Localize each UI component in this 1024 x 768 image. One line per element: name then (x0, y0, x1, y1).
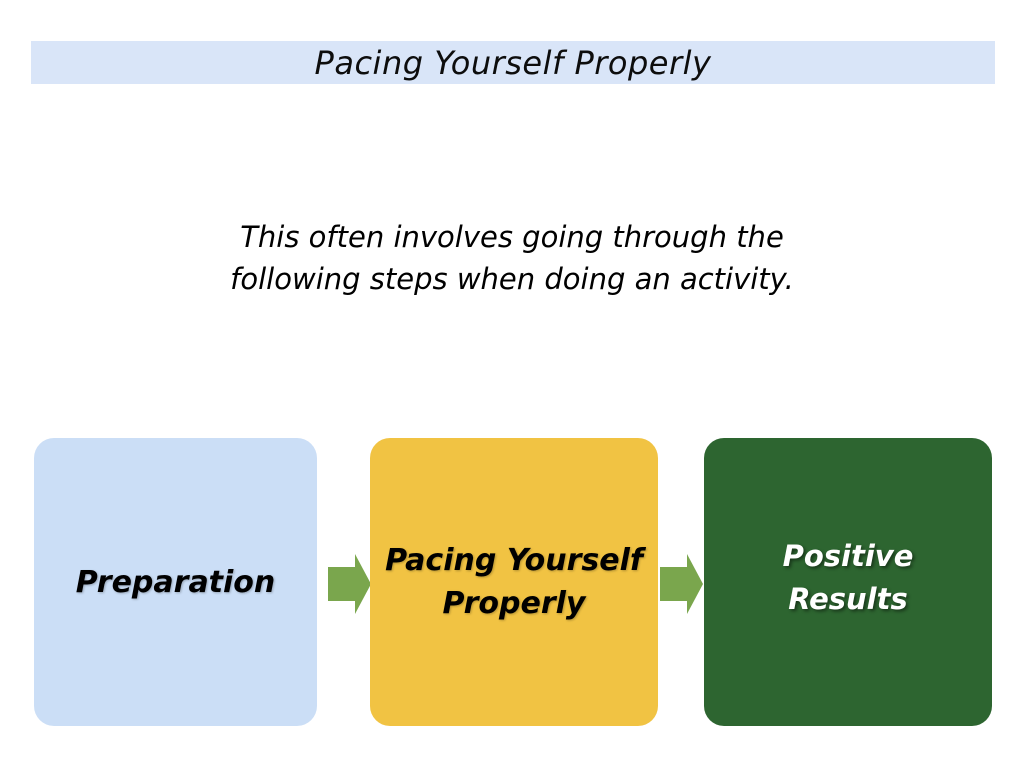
step-results-line-1: Positive (782, 539, 914, 573)
subtitle-line-2: following steps when doing an activity. (230, 262, 794, 296)
step-box-positive-results: Positive Results (704, 438, 992, 726)
step-results-line-2: Results (788, 582, 908, 616)
step-pacing-line-1: Pacing Yourself (385, 543, 643, 578)
step-preparation-line-1: Preparation (75, 564, 276, 600)
flow-arrow-icon (660, 554, 703, 614)
slide-subtitle: This often involves going through the fo… (0, 216, 1024, 300)
step-label-results: Positive Results (783, 535, 914, 629)
step-pacing-line-2: Properly (442, 586, 586, 621)
step-label-pacing: Pacing Yourself Properly (385, 539, 643, 625)
flow-arrow-icon (328, 554, 371, 614)
arrow-shape (660, 554, 703, 614)
step-box-pacing-yourself-properly: Pacing Yourself Properly (370, 438, 658, 726)
title-banner: Pacing Yourself Properly (31, 41, 995, 84)
arrow-shape (328, 554, 371, 614)
step-box-preparation: Preparation (34, 438, 317, 726)
subtitle-line-1: This often involves going through the (240, 220, 784, 254)
process-flow: Preparation Pacing Yourself Properly Pos… (0, 438, 1024, 726)
step-label-preparation: Preparation (76, 561, 276, 604)
slide-title: Pacing Yourself Properly (314, 43, 712, 82)
